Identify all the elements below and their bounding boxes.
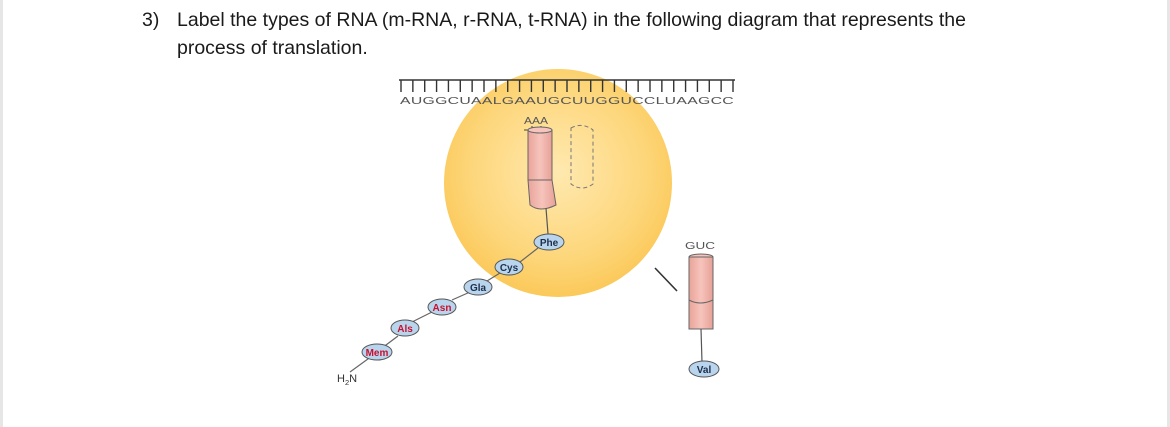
- amino-acid-als: Als: [390, 319, 420, 337]
- mrna-strand: AUGGCUAALGAAUGCUUGGUCCLUAAGCC: [399, 79, 735, 107]
- incoming-link-line: [654, 267, 678, 292]
- trna-active-bend: [527, 179, 557, 210]
- trna-incoming-stalk: [700, 328, 703, 363]
- amino-acid-val-shape: [688, 360, 720, 378]
- amino-acid-gla-shape: [463, 278, 493, 296]
- anticodon-active: AAA: [524, 116, 548, 127]
- amino-acid-als-shape: [390, 319, 420, 337]
- amino-acid-asn-label: Asn: [433, 303, 452, 314]
- polypeptide-chain: Mem Als Asn Gla Cys Phe Val H2N: [337, 233, 720, 387]
- trna-incoming-bend: [688, 299, 714, 304]
- peptide-link-als-asn: [411, 311, 433, 323]
- amino-acid-asn-shape: [427, 298, 457, 316]
- trna-incoming: GUC: [654, 241, 715, 363]
- empty-site-outline: [570, 124, 594, 189]
- trna-active-body: [527, 129, 553, 181]
- question-number: 3): [142, 9, 160, 31]
- mrna-sequence: AUGGCUAALGAAUGCUUGGUCCLUAAGCC: [400, 95, 734, 107]
- page-edge-left: [0, 0, 3, 427]
- amino-acid-phe-shape: [533, 233, 565, 251]
- amino-acid-phe-label: Phe: [540, 238, 559, 249]
- amino-acid-mem: Mem: [361, 343, 393, 361]
- anticodon-incoming: GUC: [685, 241, 715, 252]
- amino-acid-mem-shape: [361, 343, 393, 361]
- amino-acid-als-label: Als: [397, 324, 413, 335]
- ribosome: [444, 69, 672, 297]
- trna-active-cap: [527, 126, 553, 134]
- trna-active-stalk: [545, 207, 549, 235]
- page-edge-right: [1167, 0, 1170, 427]
- amino-acid-asn: Asn: [427, 298, 457, 316]
- amino-acid-val: Val: [688, 360, 720, 378]
- amino-acid-cys: Cys: [494, 258, 524, 276]
- trna-incoming-body: [688, 256, 714, 330]
- mrna-ticks: [400, 80, 734, 92]
- amino-acid-mem-label: Mem: [366, 348, 389, 359]
- amino-acid-cys-shape: [494, 258, 524, 276]
- amino-acid-cys-label: Cys: [500, 263, 519, 274]
- peptide-link-cys-phe: [519, 247, 539, 263]
- n-terminus-label: H2N: [337, 373, 357, 387]
- amino-acid-gla-label: Gla: [470, 283, 487, 294]
- peptide-link-asn-gla: [451, 291, 471, 301]
- peptide-link-gla-cys: [486, 272, 501, 282]
- trna-active: AAA: [524, 116, 594, 235]
- amino-acid-val-label: Val: [697, 365, 712, 376]
- question-text: Label the types of RNA (m-RNA, r-RNA, t-…: [177, 9, 966, 59]
- amino-acid-gla: Gla: [463, 278, 493, 296]
- amino-acid-phe: Phe: [533, 233, 565, 251]
